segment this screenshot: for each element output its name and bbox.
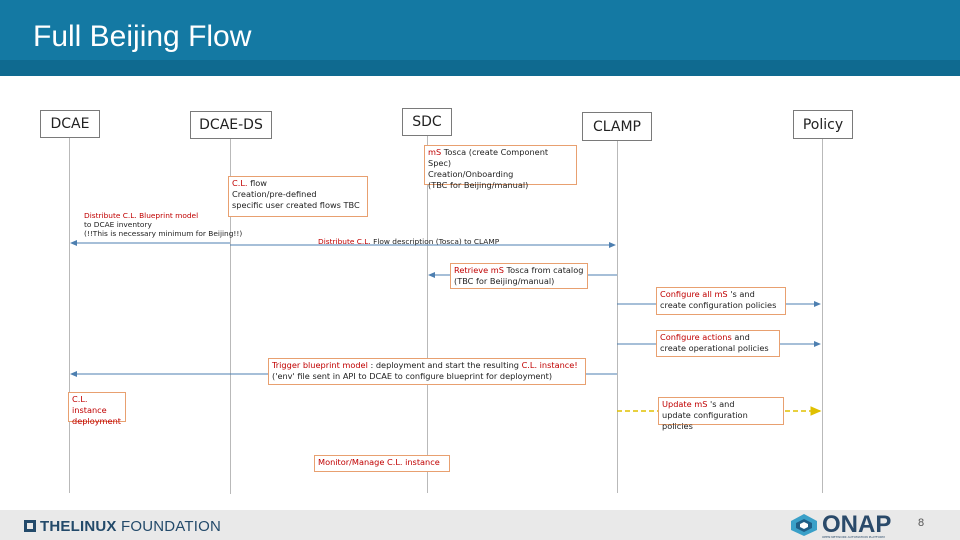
lifeline-policy [822,138,823,493]
linux-foundation-rest: FOUNDATION [116,517,222,535]
note-cl-instance-highlight: C.L. instance deployment [72,394,121,426]
label-distribute-flow-highlight: Distribute C.L. [318,237,371,246]
note-trigger-highlight-2: C.L. instance! [521,360,578,370]
slide-title: Full Beijing Flow [33,20,252,53]
actor-clamp: CLAMP [582,112,652,141]
note-cl-flow-text: flow Creation/pre-defined specific user … [232,178,360,210]
note-configure-actions: Configure actions and create operational… [656,330,780,357]
note-retrieve-tosca: Retrieve mS Tosca from catalog (TBC for … [450,263,588,289]
lifeline-dcae-ds [230,138,231,494]
note-cl-flow-highlight: C.L. [232,178,248,188]
actor-clamp-label: CLAMP [593,118,641,135]
header-shade [0,60,960,76]
note-configure-ms-highlight: Configure all mS [660,289,728,299]
actor-policy-label: Policy [802,116,844,133]
label-distribute-bp-highlight: Distribute C.L. Blueprint model [84,211,199,220]
linux-foundation-logo: THELINUX FOUNDATION [24,517,221,535]
onap-tagline: OPEN NETWORK AUTOMATION PLATFORM [822,535,885,539]
note-update-highlight: Update mS [662,399,708,409]
label-distribute-bp-text: to DCAE inventory (!!This is necessary m… [84,220,243,238]
onap-wordmark: ONAP [822,511,892,538]
note-update-text: 's and update configuration policies [662,399,748,431]
note-cl-flow: C.L. flow Creation/pre-defined specific … [228,176,368,217]
note-trigger-text-2: ('env' file sent in API to DCAE to confi… [272,371,553,381]
onap-logo: ONAP OPEN NETWORK AUTOMATION PLATFORM [790,511,914,540]
note-trigger-blueprint: Trigger blueprint model : deployment and… [268,358,586,385]
actor-dcae: DCAE [40,110,100,138]
note-sdc-tosca: mS Tosca (create Component Spec) Creatio… [424,145,577,190]
lifeline-sdc [427,135,428,493]
onap-mark-icon [791,514,817,536]
note-sdc-tosca-text: Tosca (create Component Spec) Creation/O… [428,147,549,190]
note-monitor-highlight: Monitor/Manage C.L. instance [318,457,440,467]
note-configure-actions-highlight: Configure actions [660,332,732,342]
note-configure-actions-text: and create operational policies [660,332,769,353]
actor-dcae-ds: DCAE-DS [190,111,272,139]
note-trigger-text: : deployment and start the resulting [367,360,522,370]
lifeline-dcae [69,137,70,493]
linux-foundation-mark-icon [24,520,36,532]
actor-policy: Policy [793,110,853,139]
label-distribute-blueprint: Distribute C.L. Blueprint model to DCAE … [84,211,254,238]
actor-dcae-ds-label: DCAE-DS [199,117,263,133]
lifeline-clamp [617,140,618,493]
note-monitor-manage: Monitor/Manage C.L. instance [314,455,450,472]
linux-foundation-bold: THELINUX [40,517,117,535]
note-cl-instance-deployment: C.L. instance deployment [68,392,126,426]
note-sdc-tosca-highlight: mS [428,147,442,157]
actor-sdc-label: SDC [412,114,442,130]
note-retrieve-text: Tosca from catalog (TBC for Beijing/manu… [454,265,584,286]
note-trigger-highlight: Trigger blueprint model [272,360,368,370]
actor-dcae-label: DCAE [50,116,90,132]
note-update-ms: Update mS 's and update configuration po… [658,397,784,431]
page-number: 8 [918,517,925,529]
actor-sdc: SDC [402,108,452,136]
note-configure-ms-text: 's and create configuration policies [660,289,777,310]
note-retrieve-highlight: Retrieve mS [454,265,504,275]
label-distribute-flow: Distribute C.L. Flow description (Tosca)… [318,237,518,246]
note-configure-ms: Configure all mS 's and create configura… [656,287,786,315]
label-distribute-flow-text: Flow description (Tosca) to CLAMP [370,237,500,246]
linux-foundation-wordmark: THELINUX FOUNDATION [40,518,221,535]
